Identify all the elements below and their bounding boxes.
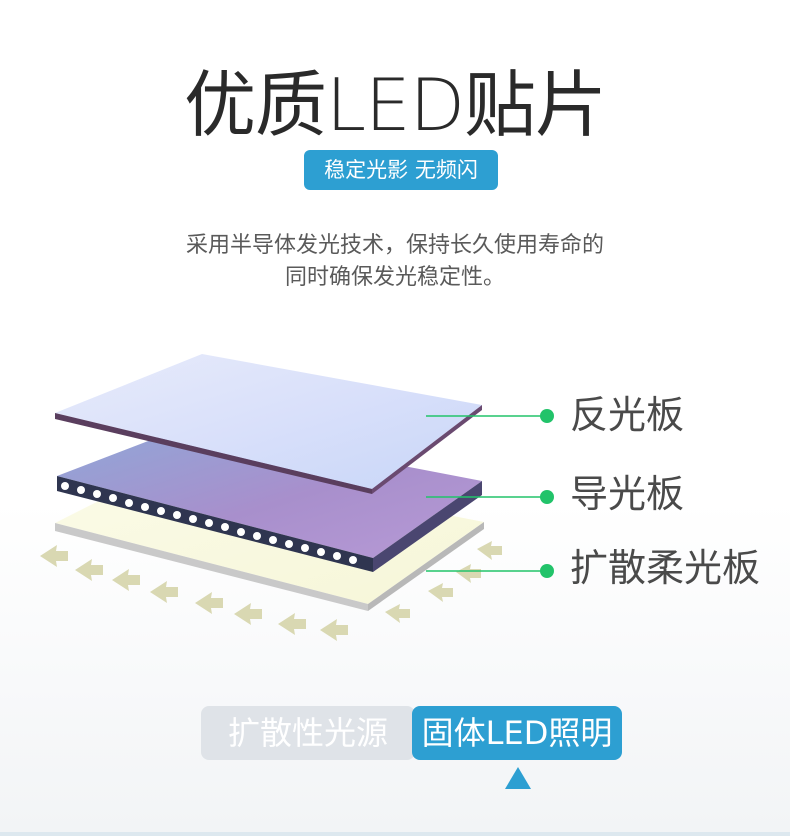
- reflector-plate: [55, 354, 482, 494]
- light-guide-plate: [57, 425, 482, 572]
- page-title: 优质LED贴片: [183, 63, 607, 147]
- tab-diffuse-light[interactable]: 扩散性光源: [201, 706, 415, 760]
- description-line-2: 同时确保发光稳定性。: [284, 265, 505, 290]
- label-connectors: [426, 415, 546, 572]
- active-tab-pointer-icon: [505, 767, 531, 789]
- diffuser-label: 扩散柔光板: [570, 546, 761, 590]
- description-line-1: 采用半导体发光技术，保持长久使用寿命的: [185, 233, 604, 258]
- bottom-divider: [0, 832, 790, 836]
- connector-dots: [540, 409, 554, 578]
- light-guide-label: 导光板: [570, 472, 685, 516]
- tab-solid-led[interactable]: 固体LED照明: [412, 706, 622, 760]
- reflector-label: 反光板: [570, 393, 685, 437]
- light-arrows: [40, 541, 502, 641]
- layer-diagram: [40, 354, 554, 641]
- subtitle-badge: 稳定光影 无频闪: [304, 150, 498, 190]
- led-strip: [61, 482, 357, 564]
